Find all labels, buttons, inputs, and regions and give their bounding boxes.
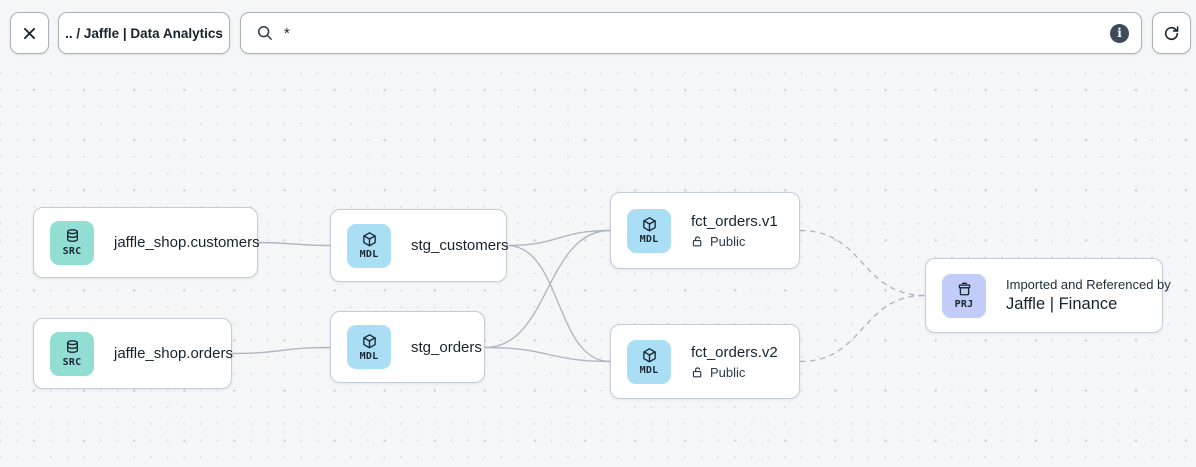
- badge-label: MDL: [639, 234, 659, 245]
- edge-src-orders-to-stg-orders: [231, 346, 331, 355]
- edge-stg-customers-to-fct-orders-v2: [506, 244, 611, 363]
- model-badge: MDL: [627, 208, 671, 253]
- cube-icon: [362, 232, 376, 247]
- info-icon[interactable]: i: [1110, 23, 1129, 43]
- close-button[interactable]: [10, 12, 49, 54]
- node-jaffle-shop-orders[interactable]: SRC jaffle_shop.orders: [33, 318, 233, 389]
- badge-label: MDL: [639, 365, 659, 376]
- source-badge: SRC: [50, 220, 94, 265]
- node-jaffle-shop-customers[interactable]: SRC jaffle_shop.customers: [33, 207, 260, 278]
- search-icon: [257, 25, 272, 40]
- model-badge: MDL: [347, 223, 391, 268]
- model-badge: MDL: [627, 339, 671, 384]
- edge-stg-customers-to-fct-orders-v1: [506, 229, 611, 247]
- project-sublabel: Imported and Referenced by: [1006, 277, 1171, 292]
- lock-open-icon: [692, 235, 702, 246]
- close-icon: [23, 27, 36, 39]
- edge-stg-orders-to-fct-orders-v2: [484, 346, 611, 363]
- archive-box-icon: [958, 282, 970, 296]
- node-label: jaffle_shop.orders: [114, 345, 233, 362]
- node-label: stg_customers: [411, 237, 509, 254]
- badge-label: MDL: [359, 249, 379, 260]
- cube-icon: [362, 333, 376, 348]
- node-label: Jaffle | Finance: [1006, 295, 1118, 313]
- refresh-button[interactable]: [1152, 12, 1191, 54]
- badge-label: SRC: [62, 357, 82, 368]
- access-label: Public: [710, 364, 746, 380]
- lock-open-icon: [692, 366, 702, 377]
- model-badge: MDL: [347, 325, 391, 369]
- breadcrumb-button[interactable]: .. / Jaffle | Data Analytics: [58, 12, 230, 54]
- refresh-icon: [1164, 25, 1179, 40]
- database-icon: [66, 340, 78, 353]
- project-badge: PRJ: [942, 273, 986, 318]
- access-row: Public: [691, 234, 778, 249]
- badge-label: SRC: [62, 246, 82, 257]
- node-fct-orders-v1[interactable]: MDL fct_orders.v1 Public: [610, 192, 800, 269]
- breadcrumb: .. / Jaffle | Data Analytics: [65, 25, 223, 41]
- edge-fct-orders-v1-to-project: [799, 229, 926, 297]
- cube-icon: [642, 348, 656, 363]
- node-label: fct_orders.v2: [691, 343, 778, 361]
- node-stg-customers[interactable]: MDL stg_customers: [330, 209, 509, 282]
- edge-fct-orders-v2-to-project: [799, 294, 926, 363]
- node-label: fct_orders.v1: [691, 212, 778, 230]
- cube-icon: [642, 217, 656, 232]
- edge-stg-orders-to-fct-orders-v1: [484, 229, 611, 349]
- source-badge: SRC: [50, 331, 94, 376]
- access-row: Public: [691, 365, 778, 380]
- edge-src-customers-to-stg-customers: [257, 241, 331, 247]
- search-input[interactable]: [284, 13, 1110, 53]
- badge-label: MDL: [359, 350, 379, 362]
- node-fct-orders-v2[interactable]: MDL fct_orders.v2 Public: [610, 324, 800, 399]
- database-icon: [66, 229, 78, 242]
- search-box[interactable]: i: [240, 12, 1142, 54]
- badge-label: PRJ: [954, 299, 974, 310]
- node-label: stg_orders: [411, 338, 482, 356]
- node-label: jaffle_shop.customers: [114, 234, 260, 251]
- node-stg-orders[interactable]: MDL stg_orders: [330, 311, 485, 383]
- node-project-jaffle-finance[interactable]: PRJ Imported and Referenced by Jaffle | …: [925, 258, 1171, 333]
- access-label: Public: [710, 233, 746, 249]
